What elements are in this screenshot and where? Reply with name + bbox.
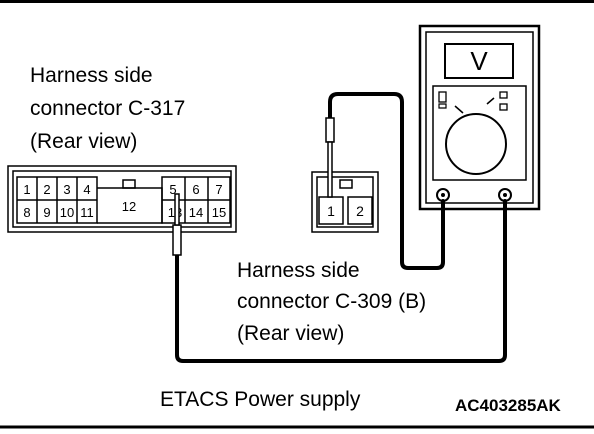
c317-label-line-3: (Rear view) — [30, 130, 138, 153]
selector-mark-right-2 — [499, 103, 508, 111]
c317-pin-11: 11 — [80, 205, 94, 220]
c309-pin-1: 1 — [327, 203, 335, 219]
c309-pin-2: 2 — [356, 203, 364, 219]
selector-dial-knob — [445, 113, 507, 175]
selector-mark-left — [438, 91, 447, 103]
c317-pin-9: 9 — [43, 205, 50, 220]
c317-pin-3: 3 — [63, 182, 70, 197]
probe-c309 — [325, 117, 335, 198]
voltmeter-dial-panel — [432, 85, 527, 181]
c309-housing — [311, 171, 379, 233]
c317-lock-tab — [122, 179, 136, 189]
c317-pin-15: 15 — [212, 205, 226, 220]
probe-leads — [175, 92, 507, 363]
c309-label-line-2: connector C-309 (B) — [237, 290, 427, 313]
c317-pin-8: 8 — [23, 205, 30, 220]
c309-lock-tab — [339, 179, 353, 189]
c317-housing — [7, 165, 237, 233]
c317-pin-1: 1 — [23, 182, 30, 197]
c317-label-line-2: connector C-317 — [30, 97, 186, 120]
voltmeter — [418, 24, 541, 211]
c309-pin-2-cavity — [347, 196, 373, 225]
lead-to-c317 — [175, 199, 507, 363]
c309-pin-numbers: 1 2 — [327, 203, 364, 219]
c317-pin-12: 12 — [122, 199, 136, 214]
c309-inner-frame — [316, 176, 374, 228]
probe-c317 — [172, 193, 182, 256]
selector-mark-right-1 — [499, 91, 508, 99]
c309-label-line-1: Harness side — [237, 259, 360, 282]
connector-c309 — [311, 171, 379, 233]
voltmeter-inner-frame — [425, 31, 534, 204]
c317-pin-10: 10 — [60, 205, 74, 220]
c317-pin-5: 5 — [169, 182, 176, 197]
voltmeter-display — [444, 43, 514, 79]
caption: ETACS Power supply — [160, 388, 361, 411]
c309-label-line-3: (Rear view) — [237, 322, 345, 345]
c317-pin-7: 7 — [215, 182, 222, 197]
c317-pin-4: 4 — [83, 182, 90, 197]
voltmeter-display-symbol: V — [470, 46, 488, 76]
connector-c317 — [7, 165, 237, 233]
lead-to-c309 — [328, 92, 445, 270]
c317-pin-2: 2 — [43, 182, 50, 197]
c317-pin-6: 6 — [192, 182, 199, 197]
figure-code: AC403285AK — [455, 396, 561, 415]
c317-inner-frame — [12, 170, 232, 228]
c317-label-line-1: Harness side — [30, 64, 153, 87]
voltmeter-body — [418, 24, 541, 211]
c317-pin-14: 14 — [189, 205, 203, 220]
